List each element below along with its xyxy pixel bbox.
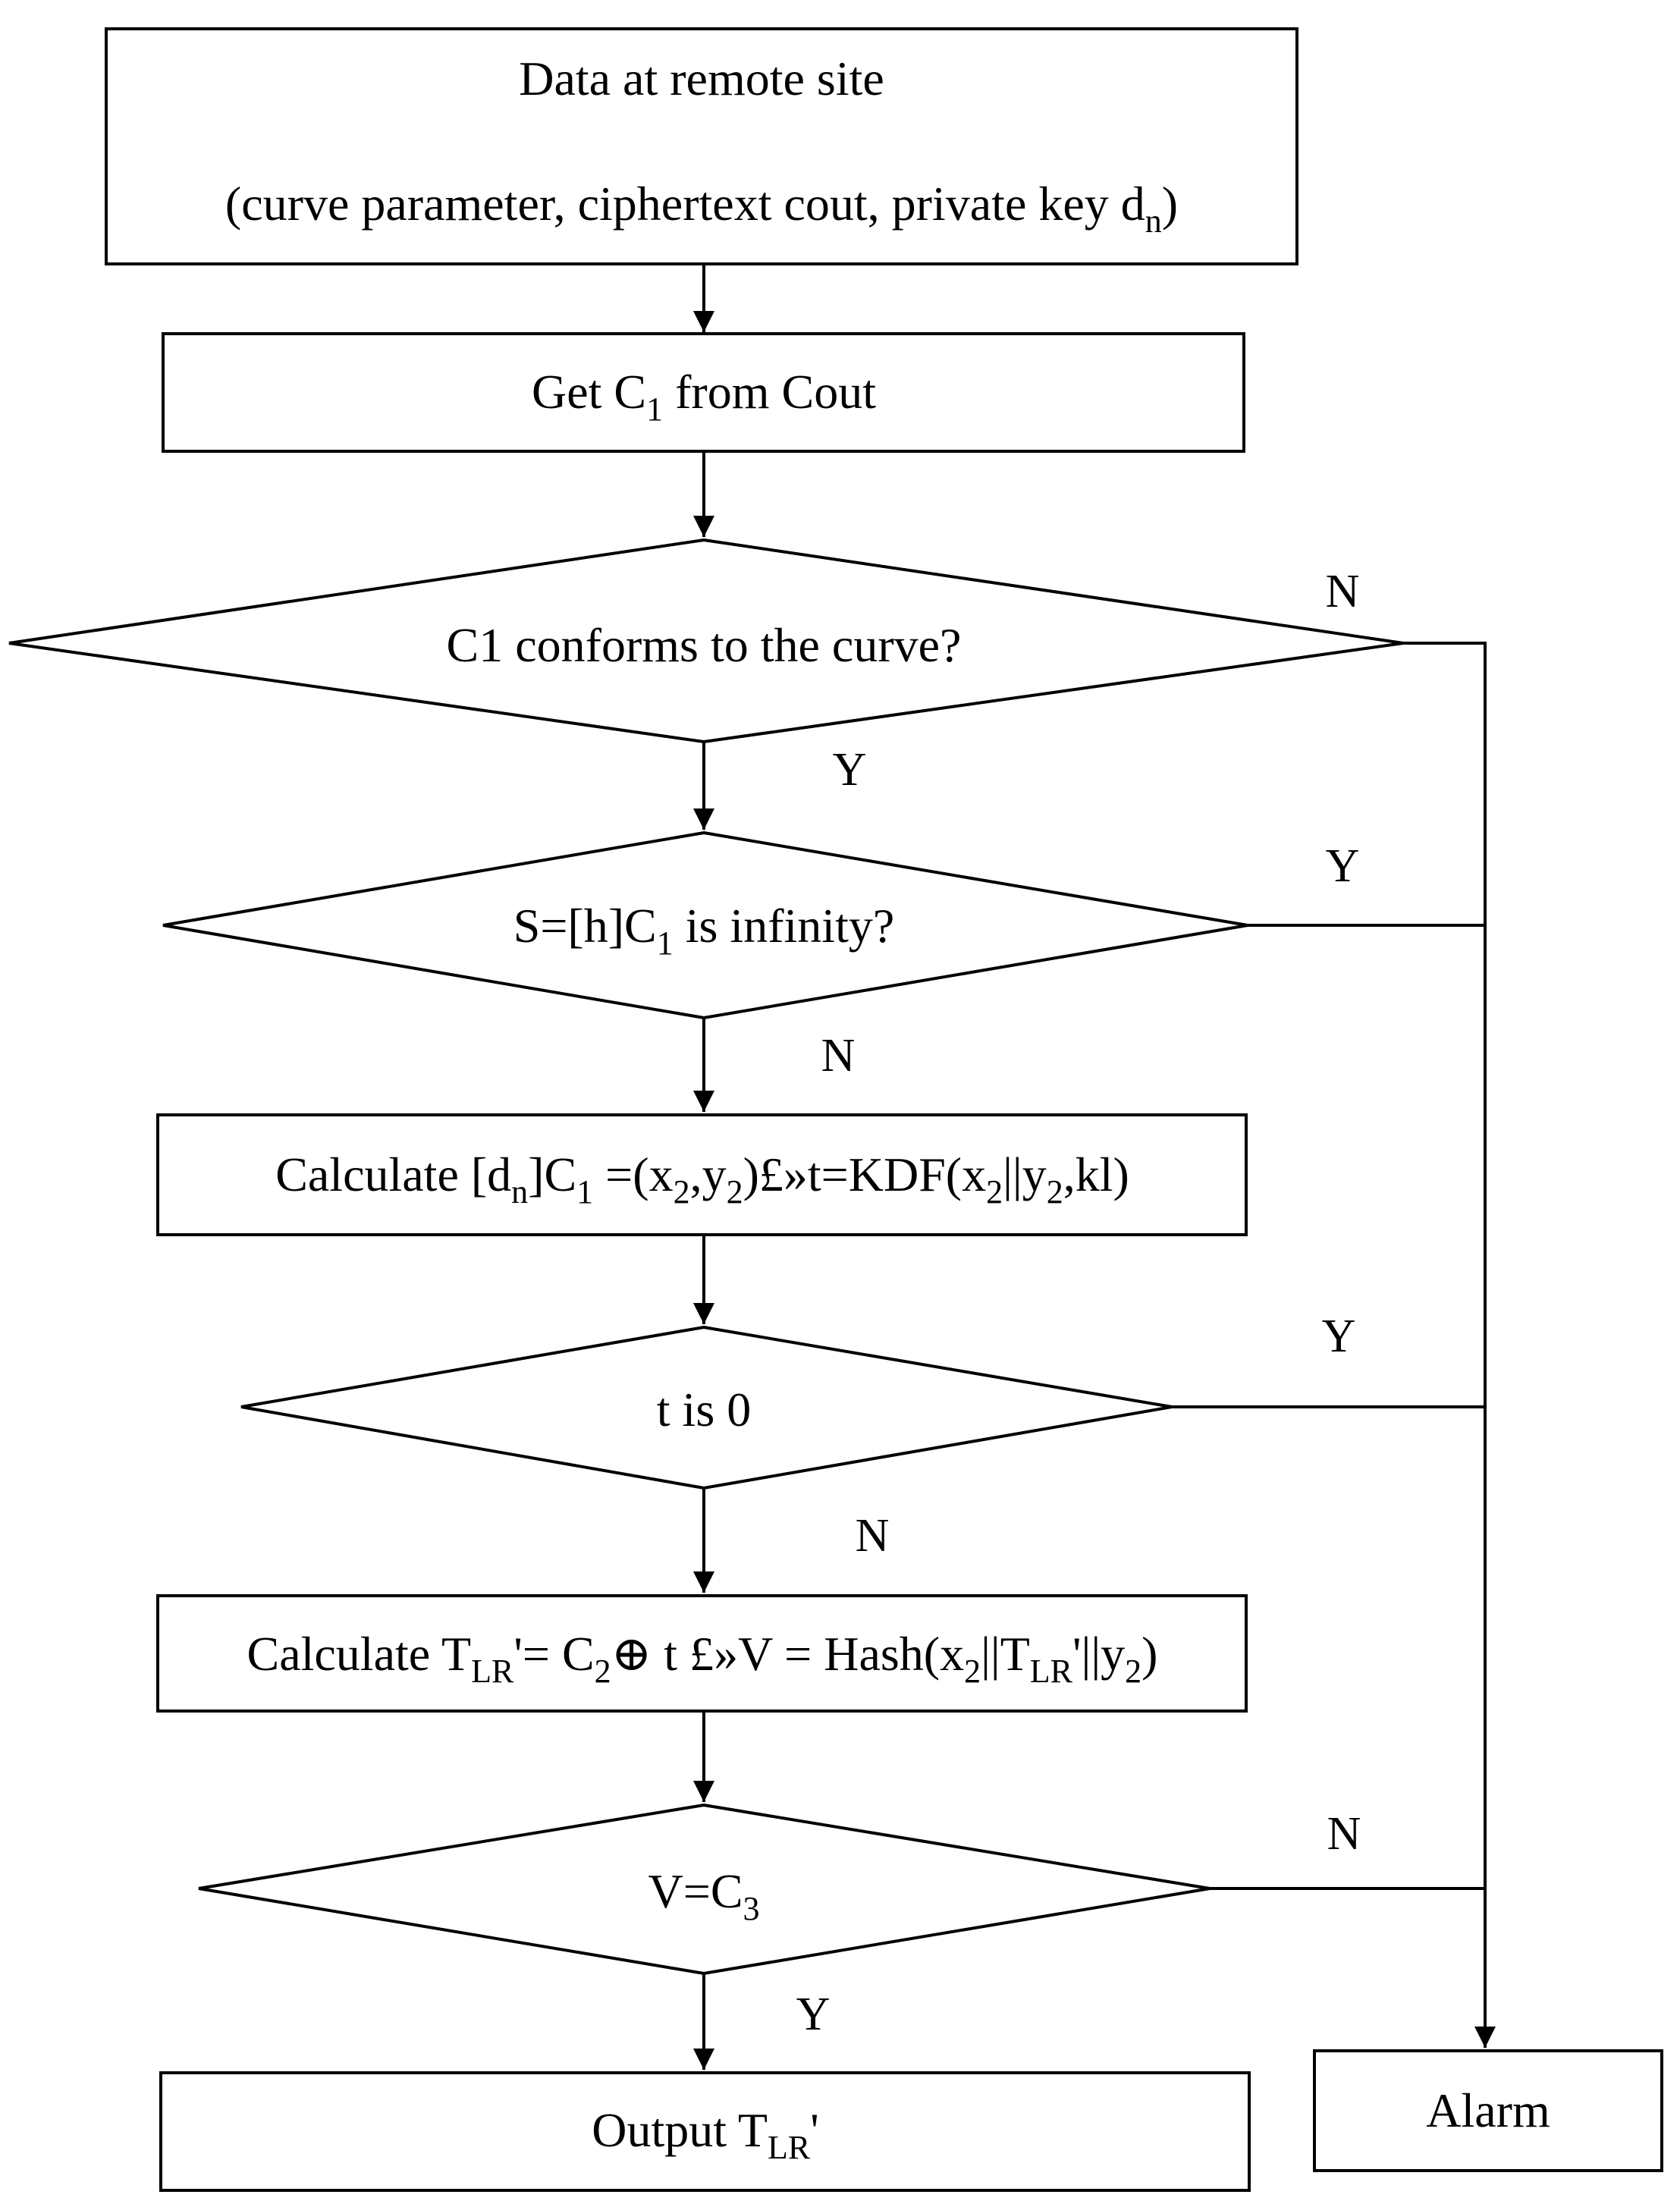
start-params: (curve parameter, ciphertext cout, priva…: [225, 177, 1178, 240]
alarm-bus-line: [1403, 642, 1487, 2044]
alarm-box: [1313, 2049, 1663, 2172]
calc-kdf-label: Calculate [dn]C1 =(x2,y2)£»t=KDF(x2||y2,…: [275, 1148, 1129, 1210]
decision-infinity-yes-label: Y: [1326, 840, 1360, 892]
calc-kdf-box: [156, 1113, 1248, 1236]
output-box: [159, 2071, 1251, 2192]
decision-infinity-no-label: N: [821, 1030, 856, 1082]
decision-vc3-yes-label: Y: [796, 1989, 831, 2040]
start-title: Data at remote site: [519, 52, 884, 105]
decision-tzero-no-label: N: [856, 1510, 890, 1562]
decision-infinity-label: S=[h]C1 is infinity?: [513, 899, 895, 962]
get-c1-box: [162, 332, 1245, 453]
decision-tzero-label: t is 0: [657, 1383, 751, 1436]
calc-hash-label: Calculate TLR'= C2⊕ t £»V = Hash(x2||TLR…: [247, 1627, 1158, 1690]
decision-vc3-no-label: N: [1327, 1808, 1361, 1860]
decision-tzero-yes-label: Y: [1322, 1311, 1356, 1362]
decision-vc3-label: V=C3: [648, 1864, 760, 1927]
decision-curve-label: C1 conforms to the curve?: [447, 618, 962, 672]
start-box: [105, 27, 1298, 265]
get-c1-label: Get C1 from Cout: [532, 365, 876, 428]
output-label: Output TLR': [592, 2103, 818, 2166]
alarm-label: Alarm: [1426, 2083, 1550, 2137]
calc-hash-box: [156, 1594, 1248, 1713]
decision-curve-yes-label: Y: [833, 744, 867, 796]
decision-curve-no-label: N: [1326, 566, 1360, 617]
